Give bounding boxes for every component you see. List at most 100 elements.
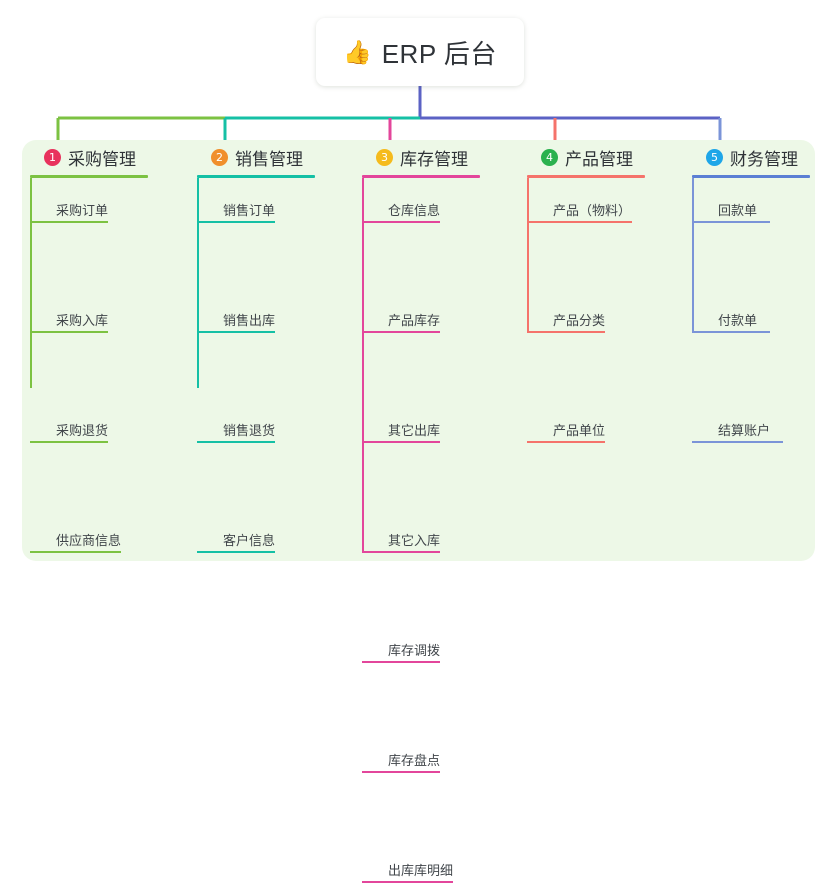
list-item[interactable]: 供应商信息 [30, 508, 195, 563]
list-item-label: 销售订单 [223, 203, 276, 218]
column-items: 销售订单销售出库销售退货客户信息 [197, 178, 362, 553]
column-5: 5 财务管理回款单付款单结算账户 [692, 140, 839, 443]
list-item-label: 采购入库 [56, 313, 109, 328]
list-item-underline [362, 661, 440, 663]
list-item-underline [692, 331, 770, 333]
list-item[interactable]: 采购订单 [30, 178, 195, 233]
column-underline [362, 175, 480, 178]
list-item-label: 其它出库 [388, 423, 441, 438]
list-item-label: 采购退货 [56, 423, 109, 438]
list-item[interactable]: 其它入库 [362, 508, 527, 563]
list-item-label: 采购订单 [56, 203, 109, 218]
list-item[interactable]: 采购退货 [30, 398, 195, 453]
column-title: 库存管理 [400, 149, 468, 169]
column-underline [692, 175, 810, 178]
list-item-underline [30, 221, 108, 223]
list-item-underline [197, 441, 275, 443]
list-item-underline [527, 441, 605, 443]
list-item-label: 产品分类 [553, 313, 606, 328]
list-item-label: 产品库存 [388, 313, 441, 328]
list-item-underline [362, 441, 440, 443]
list-item-label: 产品（物料） [553, 203, 632, 218]
list-item-label: 结算账户 [718, 423, 771, 438]
column-badge-4: 4 [541, 148, 558, 166]
column-spine [527, 178, 529, 333]
list-item[interactable]: 产品库存 [362, 288, 527, 343]
list-item-underline [30, 331, 108, 333]
column-badge-2: 2 [211, 148, 228, 166]
list-item-underline [527, 221, 632, 223]
column-badge-5: 5 [706, 148, 723, 166]
list-item-underline [30, 551, 121, 553]
list-item[interactable]: 仓库信息 [362, 178, 527, 233]
column-spine [30, 178, 32, 388]
list-item[interactable]: 出库库明细 [362, 838, 527, 893]
list-item-label: 仓库信息 [388, 203, 441, 218]
list-item[interactable]: 销售退货 [197, 398, 362, 453]
list-item-underline [362, 771, 440, 773]
list-item-label: 供应商信息 [56, 533, 122, 548]
list-item[interactable]: 销售出库 [197, 288, 362, 343]
list-item-underline [692, 441, 783, 443]
list-item-underline [30, 441, 108, 443]
root-title: ERP 后台 [381, 38, 497, 69]
column-header-5[interactable]: 5 财务管理 [692, 140, 839, 174]
list-item[interactable]: 结算账户 [692, 398, 839, 453]
mindmap-canvas: 👍 ERP 后台 1 采购管理采购订单采购入库采购退货供应商信息 2 销售管理销售订单… [22, 18, 839, 883]
column-items: 采购订单采购入库采购退货供应商信息 [30, 178, 195, 553]
column-title: 销售管理 [235, 149, 303, 169]
column-2: 2 销售管理销售订单销售出库销售退货客户信息 [197, 140, 362, 553]
column-items: 回款单付款单结算账户 [692, 178, 839, 443]
column-header-1[interactable]: 1 采购管理 [30, 140, 195, 174]
column-title: 财务管理 [730, 149, 798, 169]
list-item-underline [197, 551, 275, 553]
list-item-label: 销售退货 [223, 423, 276, 438]
column-title: 采购管理 [68, 149, 136, 169]
column-4: 4 产品管理产品（物料） 产品分类产品单位 [527, 140, 692, 443]
column-underline [197, 175, 315, 178]
list-item-underline [692, 221, 770, 223]
list-item-label: 回款单 [718, 203, 758, 218]
list-item[interactable]: 库存盘点 [362, 728, 527, 783]
list-item-underline [197, 331, 275, 333]
list-item-label: 产品单位 [553, 423, 606, 438]
list-item[interactable]: 产品单位 [527, 398, 692, 453]
list-item[interactable]: 付款单 [692, 288, 839, 343]
column-spine [362, 178, 364, 553]
list-item[interactable]: 回款单 [692, 178, 839, 233]
list-item-label: 其它入库 [388, 533, 441, 548]
column-spine [197, 178, 199, 388]
column-underline [30, 175, 148, 178]
column-header-3[interactable]: 3 库存管理 [362, 140, 527, 174]
list-item-underline [527, 331, 605, 333]
list-item-underline [362, 331, 440, 333]
column-badge-3: 3 [376, 148, 393, 166]
column-items: 产品（物料） 产品分类产品单位 [527, 178, 692, 443]
column-items: 仓库信息产品库存其它出库其它入库库存调拨库存盘点出库库明细 [362, 178, 527, 883]
list-item[interactable]: 库存调拨 [362, 618, 527, 673]
list-item-underline [362, 551, 440, 553]
list-item-underline [362, 881, 453, 883]
column-header-2[interactable]: 2 销售管理 [197, 140, 362, 174]
list-item-label: 客户信息 [223, 533, 276, 548]
list-item-underline [197, 221, 275, 223]
list-item[interactable]: 客户信息 [197, 508, 362, 563]
column-spine [692, 178, 694, 333]
list-item[interactable]: 采购入库 [30, 288, 195, 343]
list-item[interactable]: 产品分类 [527, 288, 692, 343]
diagram-panel [22, 140, 815, 561]
list-item-underline [362, 221, 440, 223]
thumbs-up-icon: 👍 [343, 38, 372, 65]
list-item[interactable]: 产品（物料） [527, 178, 692, 233]
list-item[interactable]: 销售订单 [197, 178, 362, 233]
root-node[interactable]: 👍 ERP 后台 [316, 18, 524, 86]
column-header-4[interactable]: 4 产品管理 [527, 140, 692, 174]
list-item-label: 库存调拨 [388, 643, 441, 658]
column-1: 1 采购管理采购订单采购入库采购退货供应商信息 [30, 140, 195, 553]
column-title: 产品管理 [565, 149, 633, 169]
column-badge-1: 1 [44, 148, 61, 166]
column-underline [527, 175, 645, 178]
list-item-label: 销售出库 [223, 313, 276, 328]
list-item[interactable]: 其它出库 [362, 398, 527, 453]
